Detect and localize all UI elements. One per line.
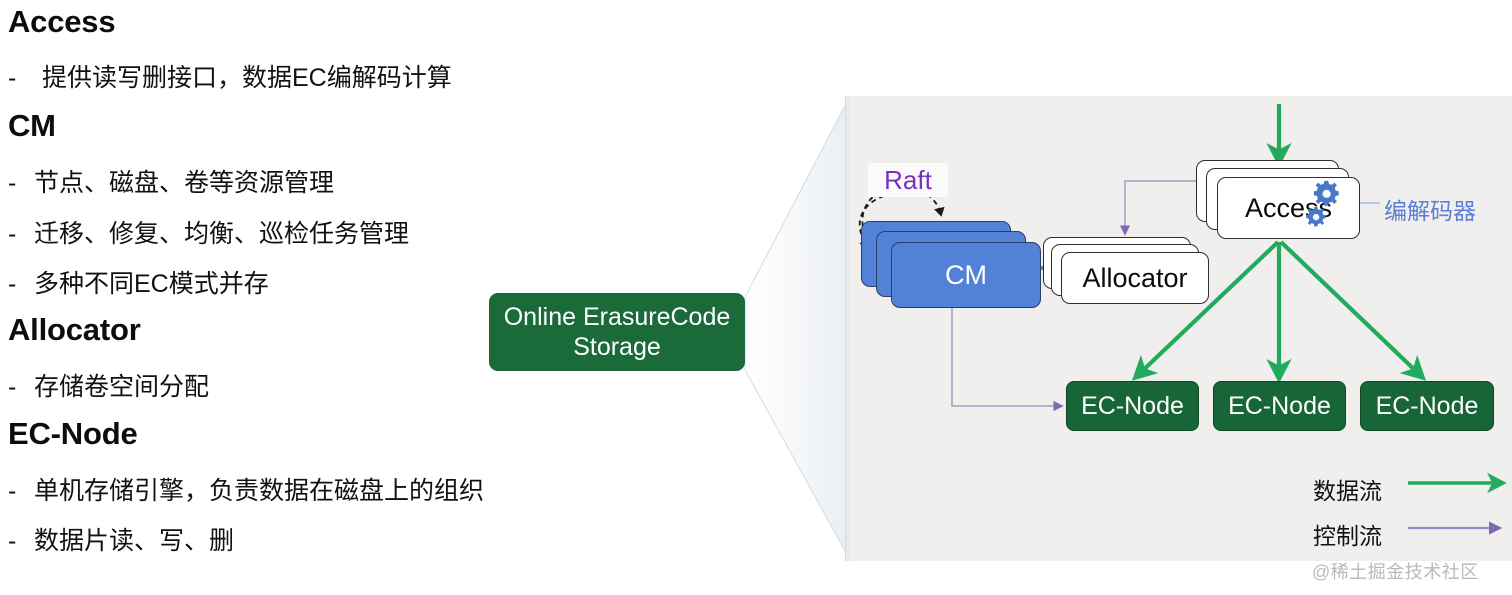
bullet-dash: -	[8, 527, 17, 555]
allocator-card-front: Allocator	[1061, 252, 1209, 304]
ec-node-label: EC-Node	[1081, 391, 1184, 420]
bullet-text: 数据片读、写、删	[34, 527, 235, 555]
bullet-text: 提供读写删接口，数据EC编解码计算	[42, 64, 452, 92]
allocator-label: Allocator	[1082, 262, 1188, 293]
section-heading-ec-node: EC-Node	[8, 416, 138, 451]
raft-label: Raft	[868, 163, 948, 197]
cm-node-stack[interactable]: CM	[861, 221, 1041, 308]
section-heading-access: Access	[8, 4, 116, 39]
bullet-cm-3: - 多种不同EC模式并存	[8, 264, 269, 300]
ec-node-box-3[interactable]: EC-Node	[1360, 381, 1494, 431]
bullet-dash: -	[8, 64, 17, 92]
bullet-dash: -	[8, 169, 17, 197]
ec-node-label: EC-Node	[1375, 391, 1479, 420]
bullet-text: 迁移、修复、均衡、巡检任务管理	[34, 220, 410, 248]
section-heading-allocator: Allocator	[8, 312, 141, 347]
bullet-ec-node-1: - 单机存储引擎，负责数据在磁盘上的组织	[8, 471, 484, 507]
bullet-cm-2: - 迁移、修复、均衡、巡检任务管理	[8, 214, 409, 250]
codec-label: 编解码器	[1384, 198, 1476, 224]
legend-label-control-flow: 控制流	[1313, 523, 1382, 549]
callout-line-2: Storage	[573, 333, 661, 361]
online-erasurecode-storage-callout: Online ErasureCode Storage	[489, 293, 745, 371]
bullet-dash: -	[8, 477, 17, 505]
bullet-text: 单机存储引擎，负责数据在磁盘上的组织	[34, 477, 485, 505]
section-heading-cm: CM	[8, 108, 56, 143]
bullet-dash: -	[8, 373, 17, 401]
ec-node-box-1[interactable]: EC-Node	[1066, 381, 1199, 431]
cm-label: CM	[945, 259, 987, 290]
access-label: Access	[1244, 192, 1333, 223]
access-card-front: Access	[1217, 177, 1360, 239]
bullet-cm-1: - 节点、磁盘、卷等资源管理	[8, 163, 334, 199]
panel-left-edge	[845, 96, 850, 561]
bullet-allocator-1: - 存储卷空间分配	[8, 367, 209, 403]
bullet-text: 多种不同EC模式并存	[34, 270, 269, 298]
cm-card-front: CM	[891, 242, 1041, 308]
callout-line-1: Online ErasureCode	[503, 302, 731, 331]
ec-node-label: EC-Node	[1228, 391, 1331, 420]
ec-node-box-2[interactable]: EC-Node	[1213, 381, 1346, 431]
bullet-ec-node-2: - 数据片读、写、删	[8, 521, 234, 557]
bullet-text: 存储卷空间分配	[34, 373, 210, 401]
bullet-text: 节点、磁盘、卷等资源管理	[34, 169, 335, 197]
allocator-node-stack[interactable]: Allocator	[1043, 237, 1209, 305]
bullet-dash: -	[8, 270, 17, 298]
bullet-dash: -	[8, 220, 17, 248]
architecture-diagram-panel	[849, 96, 1512, 561]
legend-label-data-flow: 数据流	[1313, 478, 1382, 504]
bullet-access-1: - 提供读写删接口，数据EC编解码计算	[8, 58, 452, 94]
watermark: @稀土掘金技术社区	[1312, 562, 1479, 582]
access-node-stack[interactable]: Access	[1196, 160, 1360, 239]
left-text-column: Access - 提供读写删接口，数据EC编解码计算 CM - 节点、磁盘、卷等…	[8, 4, 484, 557]
